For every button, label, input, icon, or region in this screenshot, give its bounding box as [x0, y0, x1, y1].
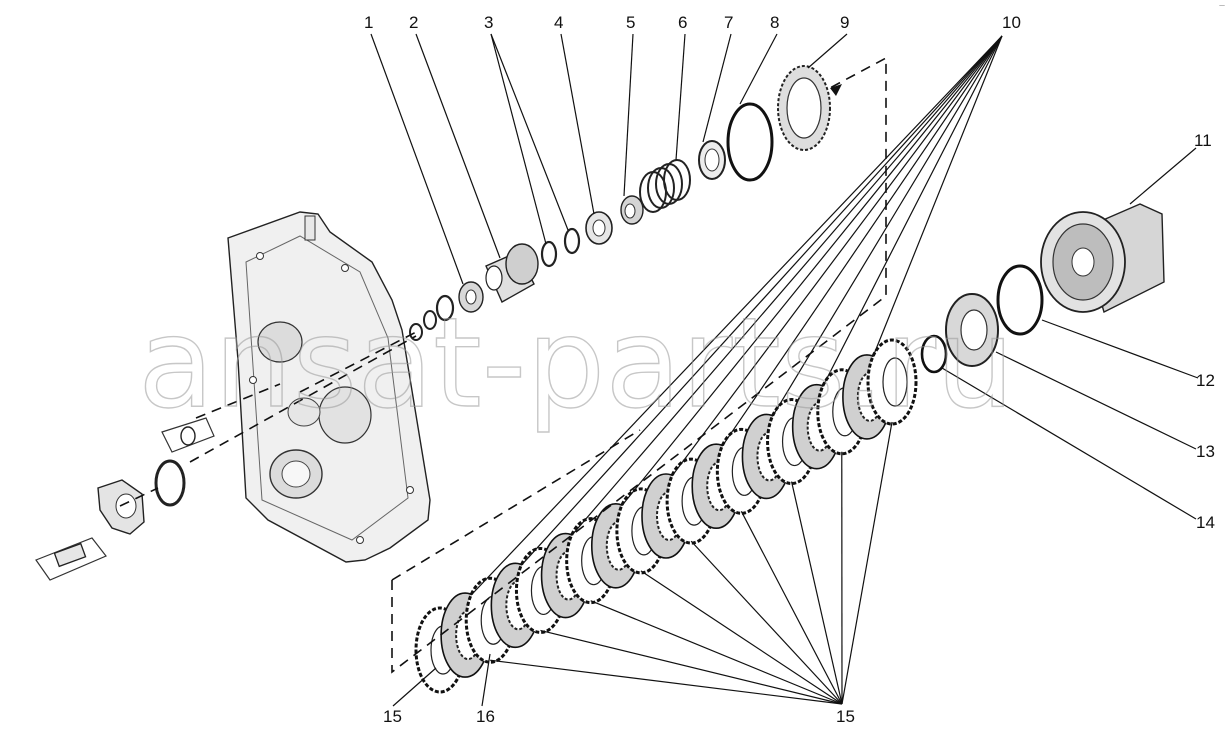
part-5-bushing: [621, 196, 643, 224]
part-3-snap-rings: [542, 229, 579, 266]
callout-5: 5: [626, 13, 635, 32]
leader-line: [741, 511, 842, 704]
callout-4: 4: [554, 13, 563, 32]
leader-line: [691, 541, 842, 704]
callout-3: 3: [484, 13, 493, 32]
watermark-text: ansat-parts.ru: [138, 292, 1014, 436]
part-7-ring: [699, 141, 725, 179]
callout-10: 10: [1002, 13, 1021, 32]
leader-line: [641, 571, 842, 704]
callout-14: 14: [1196, 513, 1215, 532]
callout-6: 6: [678, 13, 687, 32]
callout-16: 16: [476, 707, 495, 726]
callout-1: 1: [364, 13, 373, 32]
callout-2: 2: [409, 13, 418, 32]
leader-line: [842, 422, 892, 704]
part-4-bearing: [586, 212, 612, 244]
part-6-spring: [640, 160, 690, 212]
callout-15-right: 15: [836, 707, 855, 726]
callout-11: 11: [1194, 131, 1212, 150]
part-9-end-plate: [778, 66, 830, 150]
callout-15-left: 15: [383, 707, 402, 726]
callout-8: 8: [770, 13, 779, 32]
callout-7: 7: [724, 13, 733, 32]
part-8-o-ring: [728, 104, 772, 180]
callout-12: 12: [1196, 371, 1215, 390]
part-11-drum: [1041, 204, 1164, 312]
corner-mark: —: [1219, 2, 1225, 9]
leader-line: [792, 482, 842, 704]
callout-9: 9: [840, 13, 849, 32]
callout-13: 13: [1196, 442, 1215, 461]
